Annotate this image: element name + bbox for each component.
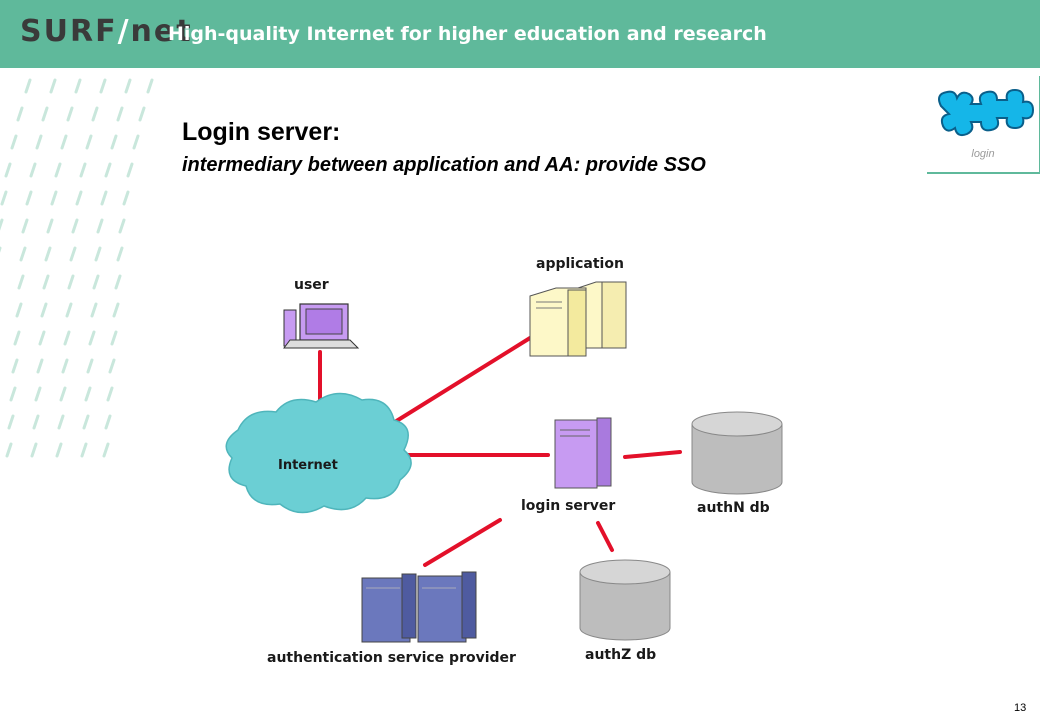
user-computer-icon [283,303,360,349]
link-loginserver-authz [596,521,614,552]
surfnet-logo: SURF/net [20,14,193,49]
link-loginserver-authn [623,450,682,459]
asp-server-icon [361,571,477,643]
link-internet-application [388,336,532,427]
label-internet: Internet [278,458,338,473]
header-tagline: High-quality Internet for higher educati… [168,23,767,45]
authn-database-icon [691,411,783,495]
authz-database-icon [579,559,671,641]
internet-cloud-icon [225,392,412,514]
logo-surf-text: SURF [20,14,118,49]
logo-net-text: net [130,14,193,49]
page-number: 13 [1014,702,1027,714]
label-user: user [294,277,329,293]
decorative-pattern [0,78,154,458]
label-authn-db: authN db [697,500,770,516]
application-server-icon [529,281,627,357]
logo-slash: / [117,14,131,49]
link-loginserver-asp [423,518,502,567]
slide-title: Login server: [182,118,341,146]
login-server-icon [554,417,612,489]
label-authz-db: authZ db [585,647,657,663]
badge-label: login [971,148,995,160]
label-application: application [536,256,624,272]
puzzle-icon [938,88,1035,137]
login-badge: login [927,76,1040,174]
label-asp: authentication service provider [267,650,516,666]
header-bar: SURF/net High-quality Internet for highe… [0,0,1040,68]
label-login-server: login server [521,498,616,514]
slide-subtitle: intermediary between application and AA:… [182,154,706,176]
